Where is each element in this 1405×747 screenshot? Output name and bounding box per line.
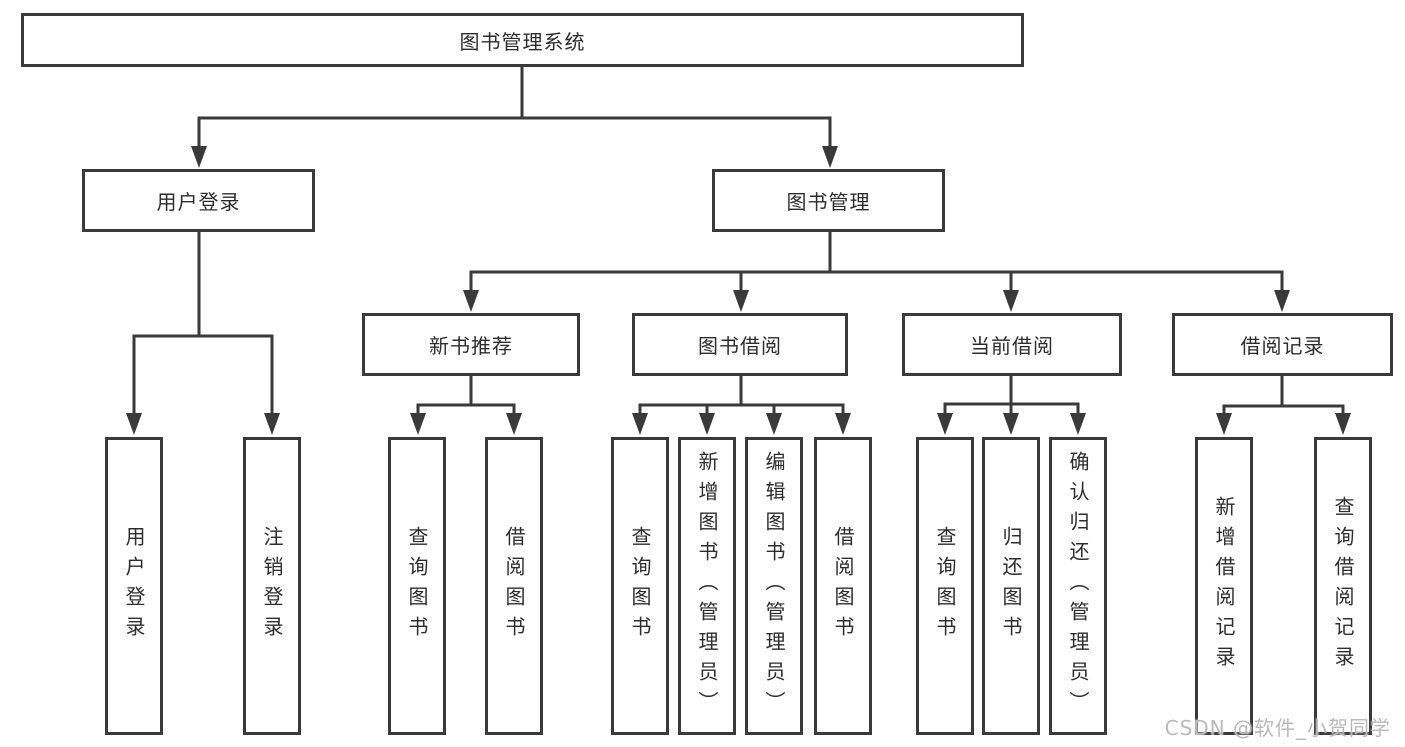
node-label: 新增图书（管理员）: [695, 451, 719, 721]
node-label: 查询图书: [628, 526, 652, 646]
node-label: 新书推荐: [429, 334, 513, 358]
node-label: 图书借阅: [698, 334, 782, 358]
csdn-watermark: CSDN @软件_小贺同学: [1164, 716, 1391, 740]
leaf-borrow-book: 借阅图书: [814, 437, 872, 735]
node-borrow-records: 借阅记录: [1172, 313, 1393, 376]
node-current-borrow: 当前借阅: [902, 313, 1122, 376]
leaf-query-borrow-record: 查询借阅记录: [1314, 437, 1372, 735]
node-label: 借阅记录: [1240, 334, 1325, 358]
node-label: 新增借阅记录: [1212, 496, 1236, 676]
node-label: 用户登录: [122, 526, 146, 646]
node-book-borrow: 图书借阅: [632, 313, 848, 376]
leaf-confirm-return-admin: 确认归还（管理员）: [1049, 437, 1107, 735]
leaf-return-book: 归还图书: [982, 437, 1040, 735]
node-label: 查询借阅记录: [1331, 496, 1355, 676]
node-label: 图书管理: [786, 190, 871, 214]
leaf-edit-book-admin: 编辑图书（管理员）: [745, 437, 803, 735]
leaf-borrow-book-recommend: 借阅图书: [485, 437, 543, 735]
leaf-query-book-borrow: 查询图书: [611, 437, 669, 735]
node-label: 当前借阅: [970, 334, 1054, 358]
leaf-user-login: 用户登录: [105, 437, 163, 735]
node-label: 查询图书: [405, 526, 429, 646]
node-label: 图书管理系统: [459, 29, 586, 54]
node-user-login: 用户登录: [82, 169, 315, 232]
leaf-query-book-recommend: 查询图书: [388, 437, 446, 735]
node-library-management-system: 图书管理系统: [21, 13, 1024, 67]
node-new-book-recommend: 新书推荐: [362, 313, 580, 376]
leaf-logout: 注销登录: [243, 437, 301, 735]
node-label: 用户登录: [156, 190, 241, 214]
node-book-management: 图书管理: [712, 169, 945, 232]
node-label: 编辑图书（管理员）: [762, 451, 786, 721]
node-label: 查询图书: [933, 526, 957, 646]
node-label: 借阅图书: [831, 526, 855, 646]
leaf-add-book-admin: 新增图书（管理员）: [678, 437, 736, 735]
node-label: 归还图书: [999, 526, 1023, 646]
node-label: 借阅图书: [502, 526, 526, 646]
node-label: 确认归还（管理员）: [1066, 451, 1090, 721]
node-label: 注销登录: [260, 526, 284, 646]
leaf-query-book-current: 查询图书: [916, 437, 974, 735]
leaf-add-borrow-record: 新增借阅记录: [1195, 437, 1253, 735]
